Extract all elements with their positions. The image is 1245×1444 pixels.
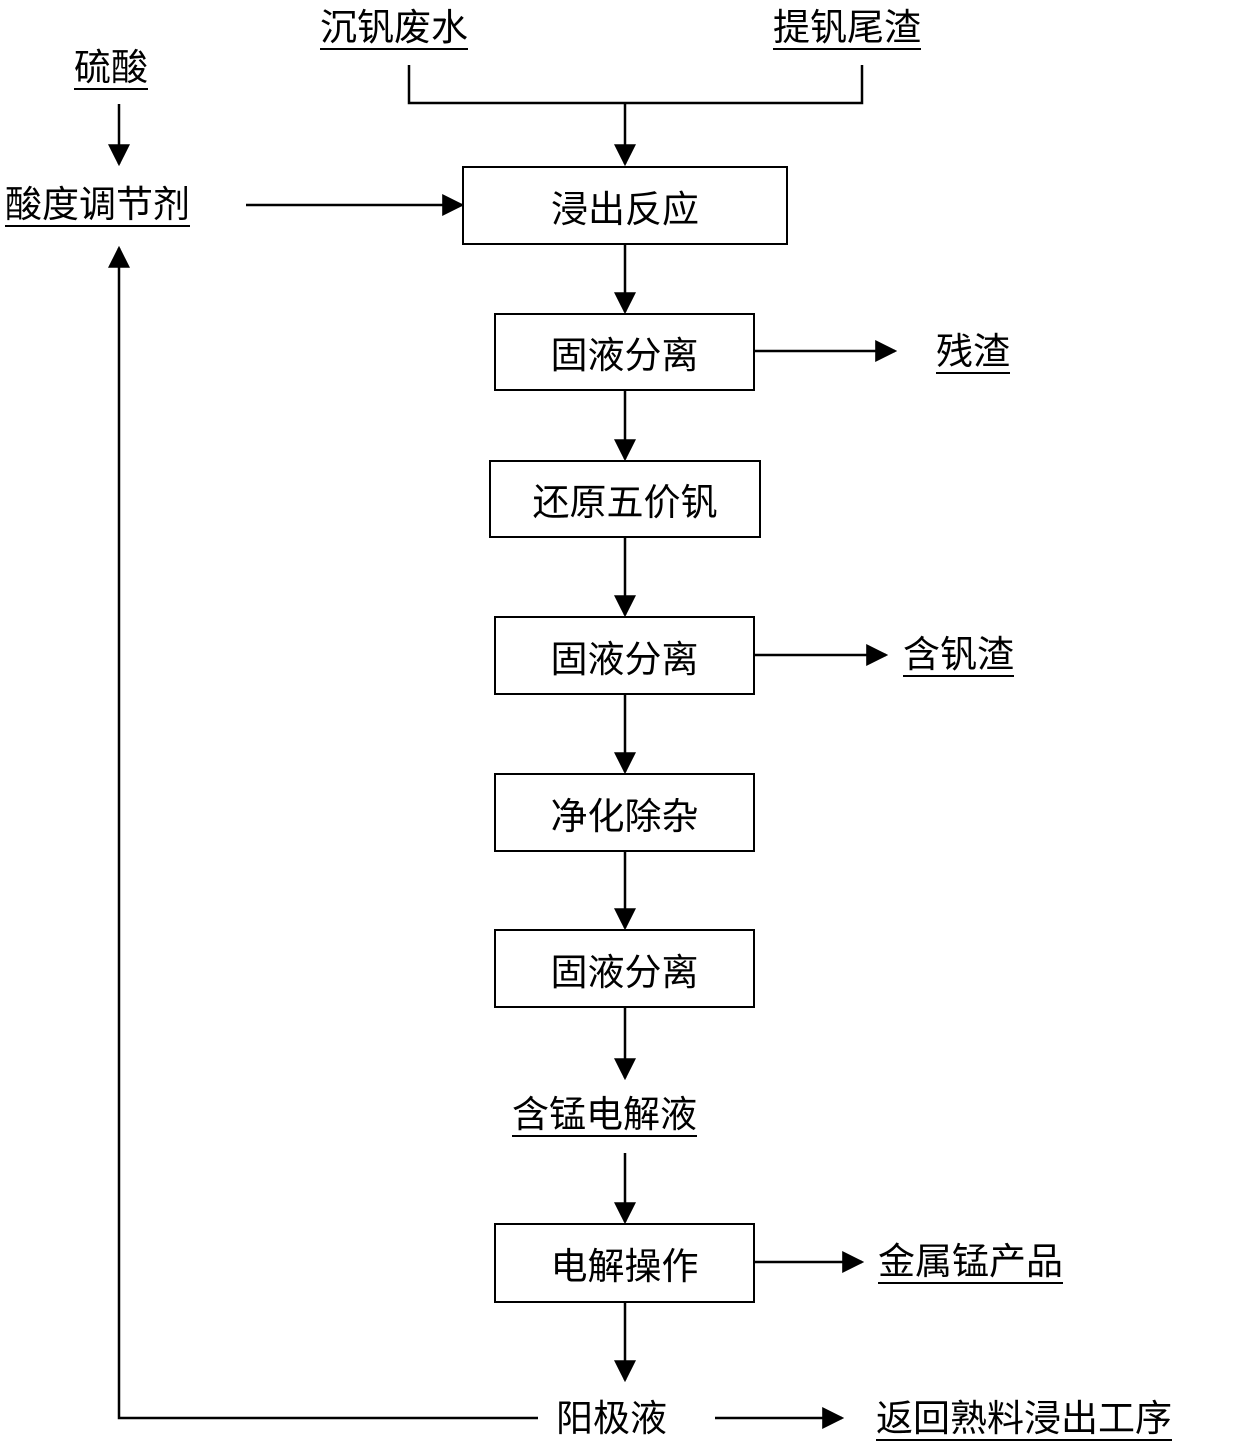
recycle-loop-line [108, 245, 538, 1420]
leaching-text: 浸出反应 [551, 187, 699, 231]
separation-2-text: 固液分离 [550, 637, 699, 681]
purification-text: 净化除杂 [550, 794, 699, 838]
anolyte-label: 阳极液 [556, 1397, 667, 1440]
electrolysis-box: 电解操作 [494, 1223, 755, 1303]
electrolysis-text: 电解操作 [550, 1245, 699, 1288]
reduction-text: 还原五价钒 [532, 481, 718, 524]
separation-3-text: 固液分离 [550, 950, 699, 994]
separation-1-box: 固液分离 [494, 313, 755, 391]
feed-merge-line [407, 65, 864, 105]
wastewater-label: 沉钒废水 [320, 6, 468, 49]
tailings-label: 提钒尾渣 [773, 6, 921, 49]
purification-box: 净化除杂 [494, 773, 755, 852]
manganese-electrolyte-label: 含锰电解液 [512, 1093, 697, 1136]
separation-3-box: 固液分离 [494, 929, 755, 1008]
return-process-label: 返回熟料浸出工序 [876, 1397, 1172, 1440]
separation-2-box: 固液分离 [494, 616, 755, 695]
residue-label: 残渣 [936, 330, 1010, 373]
leaching-box: 浸出反应 [462, 166, 788, 245]
vanadium-residue-label: 含钒渣 [903, 633, 1014, 676]
sulfuric-acid-label: 硫酸 [74, 46, 148, 89]
reduction-box: 还原五价钒 [489, 460, 761, 538]
separation-1-text: 固液分离 [550, 334, 699, 377]
manganese-metal-label: 金属锰产品 [878, 1240, 1063, 1283]
acid-adjuster-label: 酸度调节剂 [5, 183, 190, 226]
